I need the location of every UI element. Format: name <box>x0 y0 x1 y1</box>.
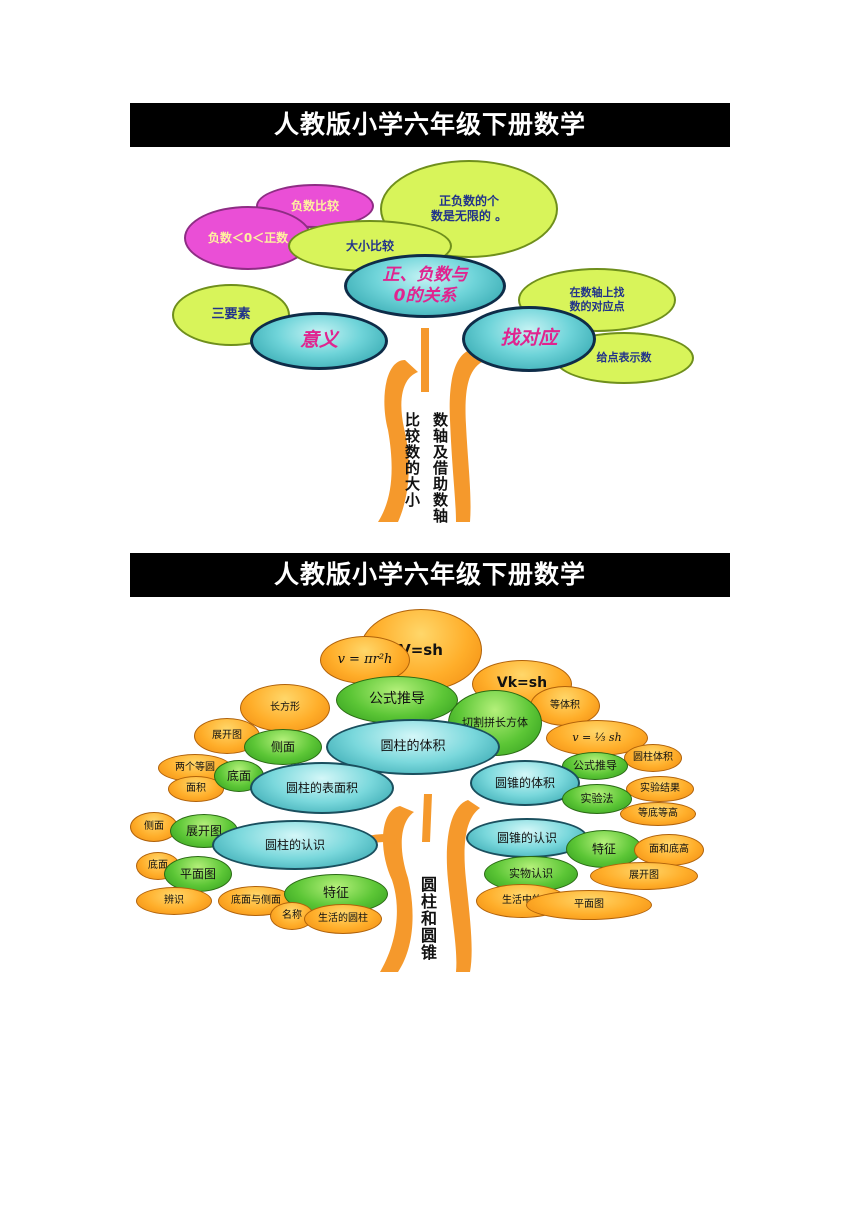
node-side-label: 侧面 <box>270 739 295 754</box>
node-exp-result-label: 实验结果 <box>640 782 680 794</box>
leaf-size-compare-label: 大小比较 <box>345 238 394 253</box>
node-equal-base-height: 等底等高 <box>620 802 696 826</box>
node-formula-derivation-cyl: 公式推导 <box>336 676 458 724</box>
node-cone-know-label: 圆锥的认识 <box>496 830 557 845</box>
node-plane-cone: 平面图 <box>526 890 652 920</box>
node-base-label: 底面 <box>226 768 251 783</box>
node-feature-cyl-label: 特征 <box>322 885 349 901</box>
leaf-infinite-line2: 数是无限的 。 <box>430 209 508 223</box>
node-volume-formula-label: V=sh <box>399 640 443 659</box>
node-net-label: 展开图 <box>212 729 242 741</box>
node-cone-formula-label: Vk=sh <box>496 675 548 692</box>
node-rectangle-label: 长方形 <box>270 701 300 713</box>
leaf-infinite-line1: 正负数的个 <box>438 194 499 208</box>
node-find-match-label: 找对应 <box>500 327 558 350</box>
node-cone-volume-label: 圆锥的体积 <box>494 775 555 790</box>
node-area-formula-label: v = πr²h <box>337 651 393 667</box>
node-net2-label: 展开图 <box>185 823 222 838</box>
node-life-in-label: 生活中的 <box>502 894 542 906</box>
node-center-line2: 0的关系 <box>393 286 457 306</box>
node-surface-area: 圆柱的表面积 <box>250 762 394 814</box>
node-experiment-label: 实验法 <box>580 792 614 806</box>
trunk-label-2: 圆柱和圆锥 <box>418 876 437 961</box>
node-area-label: 面积 <box>186 782 206 794</box>
node-experiment: 实验法 <box>562 784 632 814</box>
node-center-line1: 正、负数与 <box>382 264 468 285</box>
node-cone-formula-v-label: v = ⅓ sh <box>572 731 622 745</box>
node-cut-rectangle-label: 切割拼长方体 <box>462 716 528 730</box>
tree-trunk-2 <box>337 794 522 972</box>
node-find-match: 找对应 <box>462 306 596 372</box>
node-two-equal-label: 两个等圆 <box>175 761 215 773</box>
node-area: 面积 <box>168 776 224 802</box>
trunk-label-right: 数轴及借助数轴 <box>431 412 449 524</box>
node-surface-area-label: 圆柱的表面积 <box>285 780 358 795</box>
node-cone-formula-v: v = ⅓ sh <box>546 720 648 756</box>
node-center-relation: 正、负数与 0的关系 <box>344 254 506 318</box>
node-exp-result: 实验结果 <box>626 776 694 802</box>
banner-title-2: 人教版小学六年级下册数学 <box>130 553 730 597</box>
node-side: 侧面 <box>244 729 322 765</box>
trunk-label-left: 比较数的大小 <box>403 412 421 508</box>
node-formula-derivation-cone-label: 公式推导 <box>573 759 617 773</box>
node-real-know-label: 实物认识 <box>509 867 553 881</box>
node-cylinder-volume-r: 圆柱体积 <box>624 744 682 772</box>
banner-title-1: 人教版小学六年级下册数学 <box>130 103 730 147</box>
node-net-cone-label: 展开图 <box>629 869 659 881</box>
leaf-neg-lt-zero-label: 负数＜0＜正数 <box>207 230 289 245</box>
leaf-point-number-label: 给点表示数 <box>596 351 652 365</box>
node-plane-cone-label: 平面图 <box>574 898 604 910</box>
node-base: 底面 <box>214 760 264 792</box>
node-identify: 辨识 <box>136 887 212 915</box>
node-cylinder-volume-r-label: 圆柱体积 <box>633 751 673 763</box>
node-base-side-label: 底面与侧面 <box>231 894 281 906</box>
node-face-base-height: 面和底高 <box>634 834 704 866</box>
node-base-side: 底面与侧面 <box>218 886 294 916</box>
node-equal-base-height-label: 等底等高 <box>638 807 678 819</box>
node-meaning: 意义 <box>250 312 388 370</box>
node-feature-cone: 特征 <box>566 830 642 868</box>
leaf-neg-compare-label: 负数比较 <box>290 198 339 213</box>
leaf-find-point-line1: 在数轴上找 <box>569 286 625 300</box>
node-side2: 侧面 <box>130 812 178 842</box>
node-cylinder-volume-label: 圆柱的体积 <box>380 738 446 754</box>
node-cylinder-know-label: 圆柱的认识 <box>264 837 325 852</box>
node-identify-label: 辨识 <box>164 894 184 906</box>
node-equal-volume-label: 等体积 <box>550 699 580 711</box>
leaf-find-point-line2: 数的对应点 <box>569 300 625 313</box>
node-meaning-label: 意义 <box>299 329 338 352</box>
node-life-cylinder: 生活的圆柱 <box>304 904 382 934</box>
node-base2-label: 底面 <box>148 859 168 871</box>
node-face-base-height-label: 面和底高 <box>649 843 689 855</box>
node-feature-cone-label: 特征 <box>591 841 616 856</box>
node-plane: 平面图 <box>164 856 232 892</box>
node-net-cone: 展开图 <box>590 862 698 890</box>
node-formula-derivation-cyl-label: 公式推导 <box>369 691 425 708</box>
tree-trunk-1 <box>378 328 482 522</box>
node-cylinder-know: 圆柱的认识 <box>212 820 378 870</box>
node-life-cylinder-label: 生活的圆柱 <box>318 912 368 924</box>
node-cone-volume: 圆锥的体积 <box>470 760 580 806</box>
node-plane-label: 平面图 <box>179 866 216 881</box>
leaf-three-elements-label: 三要素 <box>211 306 251 322</box>
node-name-label: 名称 <box>282 909 302 921</box>
node-side2-label: 侧面 <box>144 820 164 832</box>
